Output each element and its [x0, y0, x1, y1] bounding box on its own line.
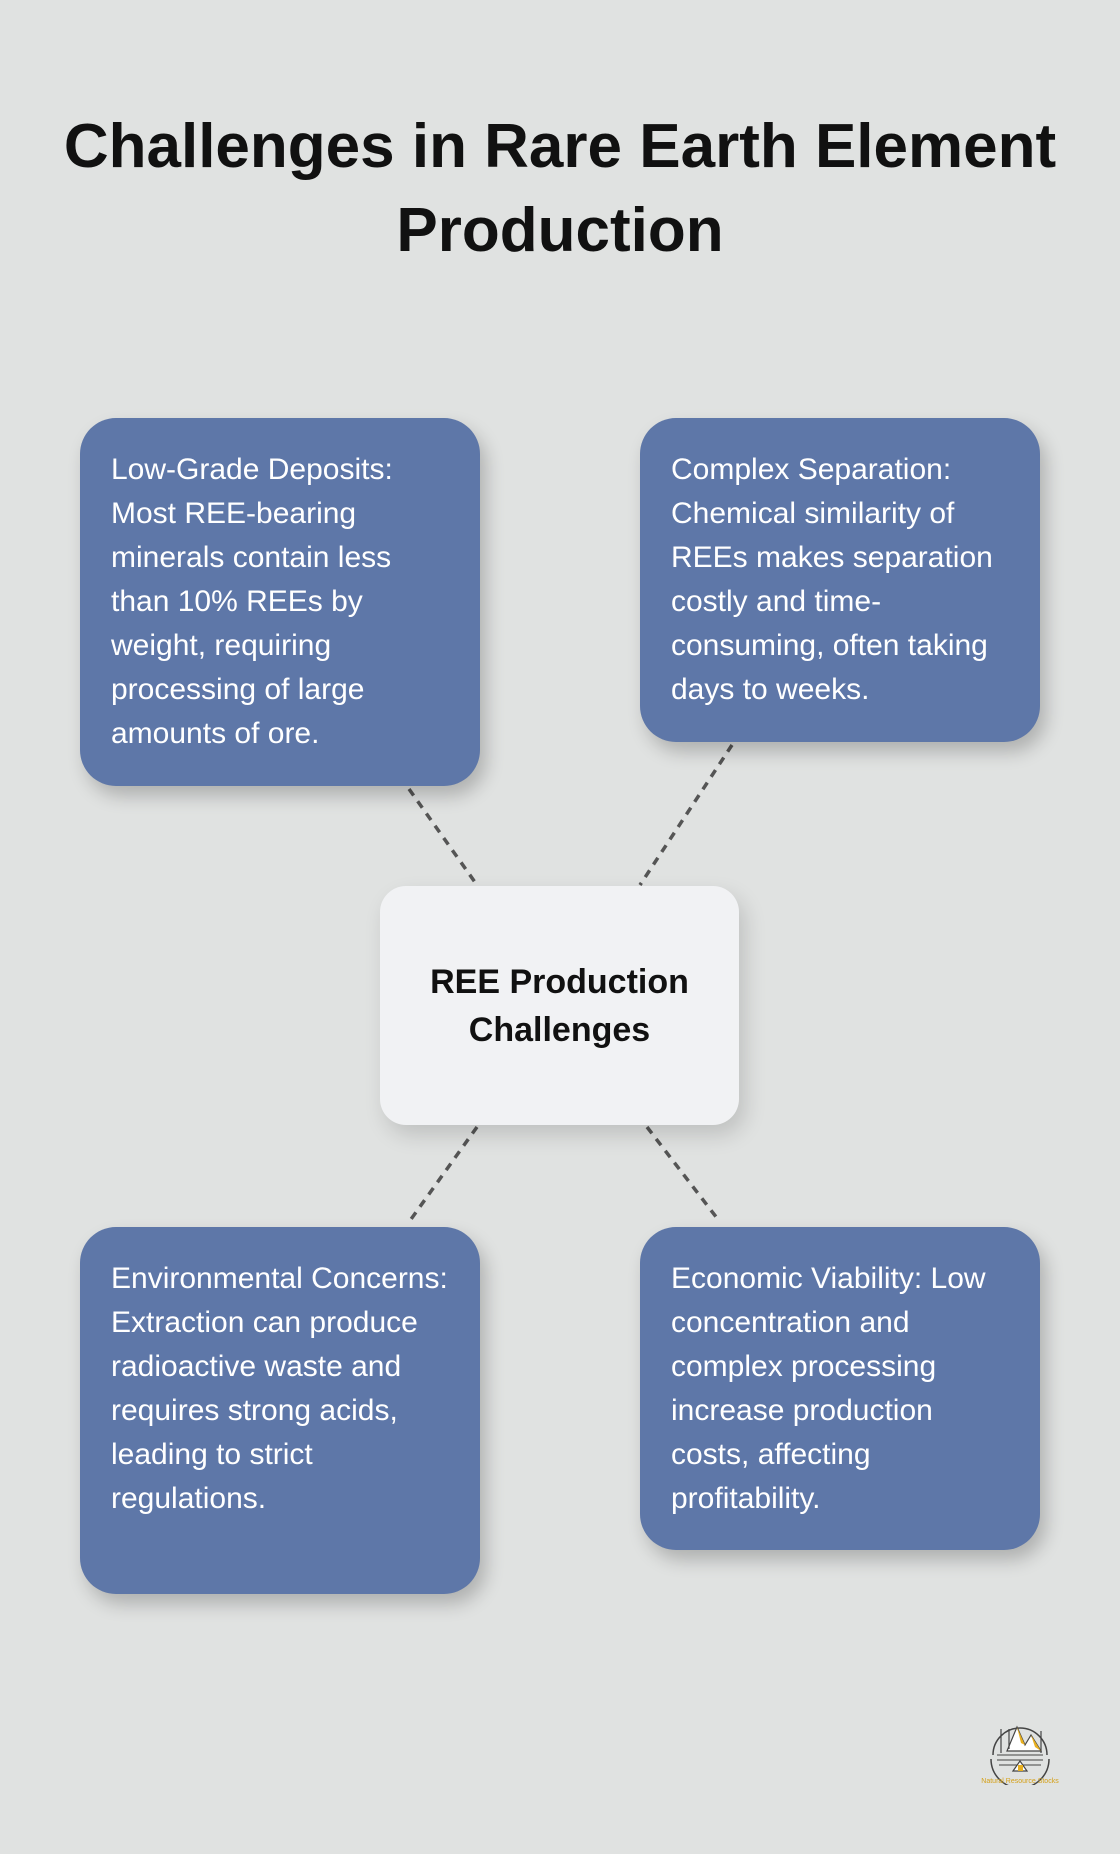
logo-icon	[990, 1725, 1050, 1785]
card-economic-viability: Economic Viability: Low concentration an…	[640, 1227, 1040, 1550]
connector-top-left	[407, 787, 479, 887]
connector-top-right	[638, 744, 734, 886]
connector-bottom-left	[407, 1125, 479, 1224]
page-title: Challenges in Rare Earth Element Product…	[63, 112, 1057, 265]
card-environmental-concerns: Environmental Concerns: Extraction can p…	[80, 1227, 480, 1594]
central-topic-label: REE Production Challenges	[430, 962, 689, 1049]
card-low-grade-deposits: Low-Grade Deposits: Most REE-bearing min…	[80, 418, 480, 786]
connector-bottom-right	[645, 1125, 722, 1224]
card-complex-separation: Complex Separation: Chemical similarity …	[640, 418, 1040, 742]
central-topic: REE Production Challenges	[380, 886, 739, 1125]
logo-text: Natural Resource Stocks	[981, 1778, 1059, 1785]
